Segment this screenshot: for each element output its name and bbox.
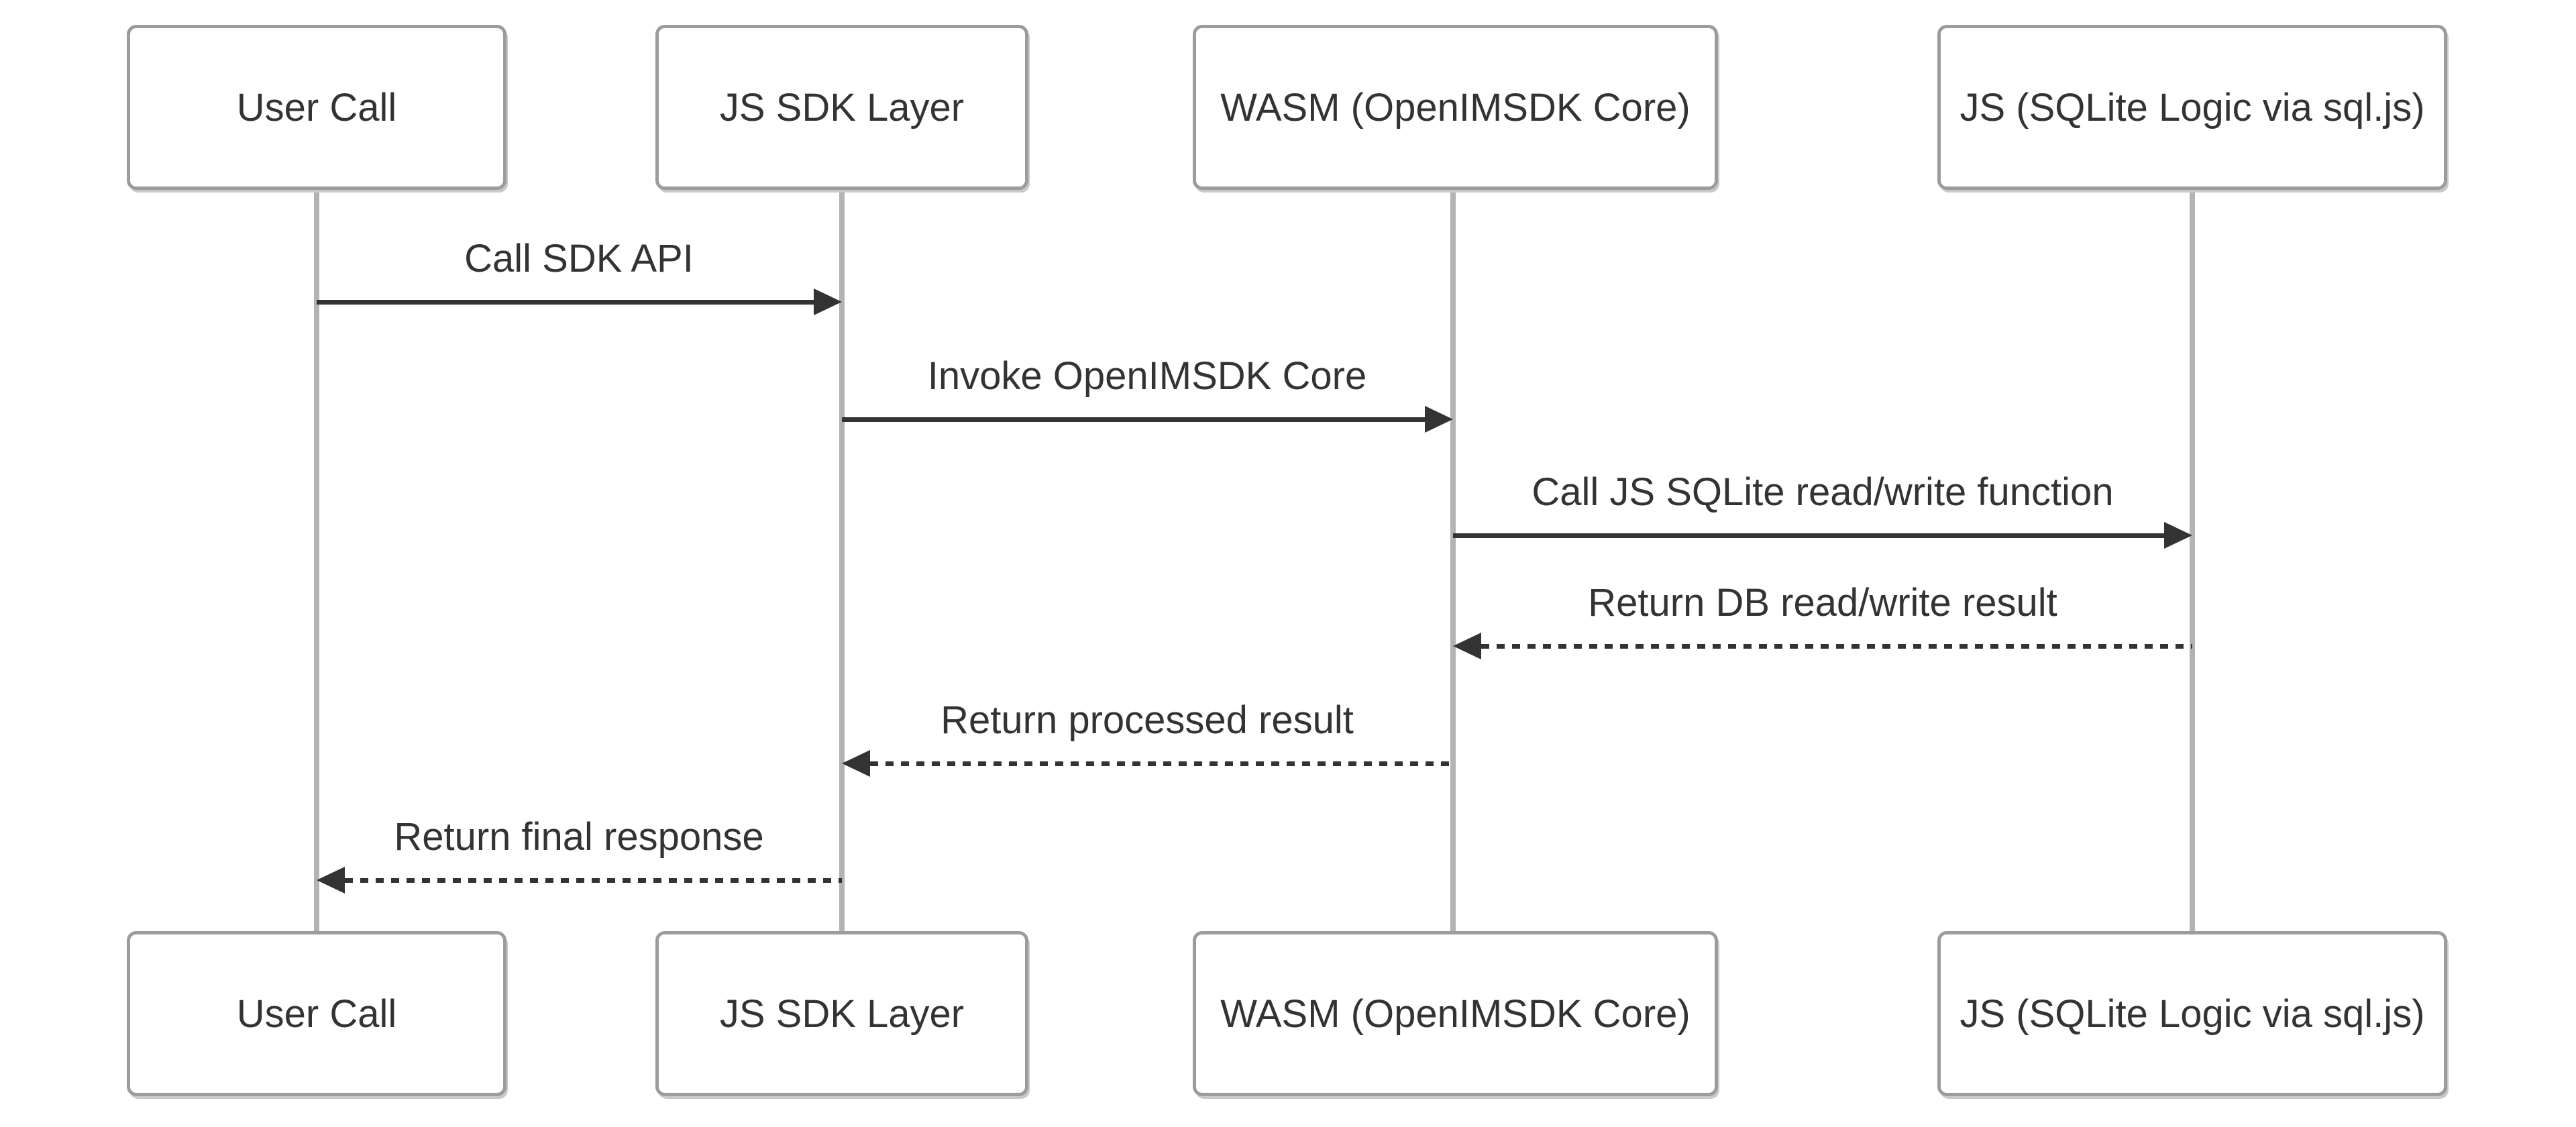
- arrowhead-left-icon: [1453, 633, 1481, 659]
- participant-box-user-call-top: User Call: [127, 25, 506, 190]
- message-line-call-js-sqlite: [1453, 533, 2168, 538]
- participant-box-js-sqlite-bottom: JS (SQLite Logic via sql.js): [1937, 931, 2447, 1096]
- arrowhead-right-icon: [814, 288, 842, 315]
- message-label-return-final-response: Return final response: [394, 815, 764, 859]
- participant-box-js-sdk-layer-top: JS SDK Layer: [655, 25, 1028, 190]
- participant-label-js-sdk-layer: JS SDK Layer: [719, 85, 965, 129]
- lifeline-wasm-core: [1450, 190, 1456, 931]
- participant-box-js-sqlite-top: JS (SQLite Logic via sql.js): [1937, 25, 2447, 190]
- lifeline-js-sqlite: [2190, 190, 2195, 931]
- message-label-return-processed-result: Return processed result: [941, 698, 1354, 742]
- arrowhead-right-icon: [1425, 406, 1453, 433]
- lifeline-js-sdk-layer: [839, 190, 845, 931]
- participant-label-js-sdk-layer: JS SDK Layer: [719, 991, 965, 1036]
- arrowhead-right-icon: [2164, 522, 2192, 549]
- participant-label-js-sqlite: JS (SQLite Logic via sql.js): [1960, 991, 2425, 1036]
- participant-box-js-sdk-layer-bottom: JS SDK Layer: [655, 931, 1028, 1096]
- participant-label-wasm-core: WASM (OpenIMSDK Core): [1220, 991, 1690, 1036]
- message-line-return-processed-result: [870, 761, 1453, 766]
- arrowhead-left-icon: [317, 867, 345, 894]
- participant-box-wasm-core-top: WASM (OpenIMSDK Core): [1193, 25, 1718, 190]
- participant-label-user-call: User Call: [236, 991, 397, 1036]
- participant-label-js-sqlite: JS (SQLite Logic via sql.js): [1960, 85, 2425, 129]
- arrowhead-left-icon: [842, 750, 870, 777]
- message-line-call-sdk-api: [317, 300, 818, 305]
- message-label-invoke-openimsdk-core: Invoke OpenIMSDK Core: [927, 354, 1367, 398]
- lifeline-user-call: [314, 190, 319, 931]
- participant-box-user-call-bottom: User Call: [127, 931, 506, 1096]
- message-line-return-final-response: [345, 878, 842, 883]
- message-label-call-js-sqlite: Call JS SQLite read/write function: [1532, 470, 2114, 514]
- participant-label-wasm-core: WASM (OpenIMSDK Core): [1220, 85, 1690, 129]
- message-line-invoke-openimsdk-core: [842, 417, 1429, 422]
- participant-box-wasm-core-bottom: WASM (OpenIMSDK Core): [1193, 931, 1718, 1096]
- participant-label-user-call: User Call: [236, 85, 397, 129]
- message-label-call-sdk-api: Call SDK API: [464, 237, 694, 280]
- message-label-return-db-result: Return DB read/write result: [1588, 581, 2057, 625]
- message-line-return-db-result: [1481, 644, 2192, 649]
